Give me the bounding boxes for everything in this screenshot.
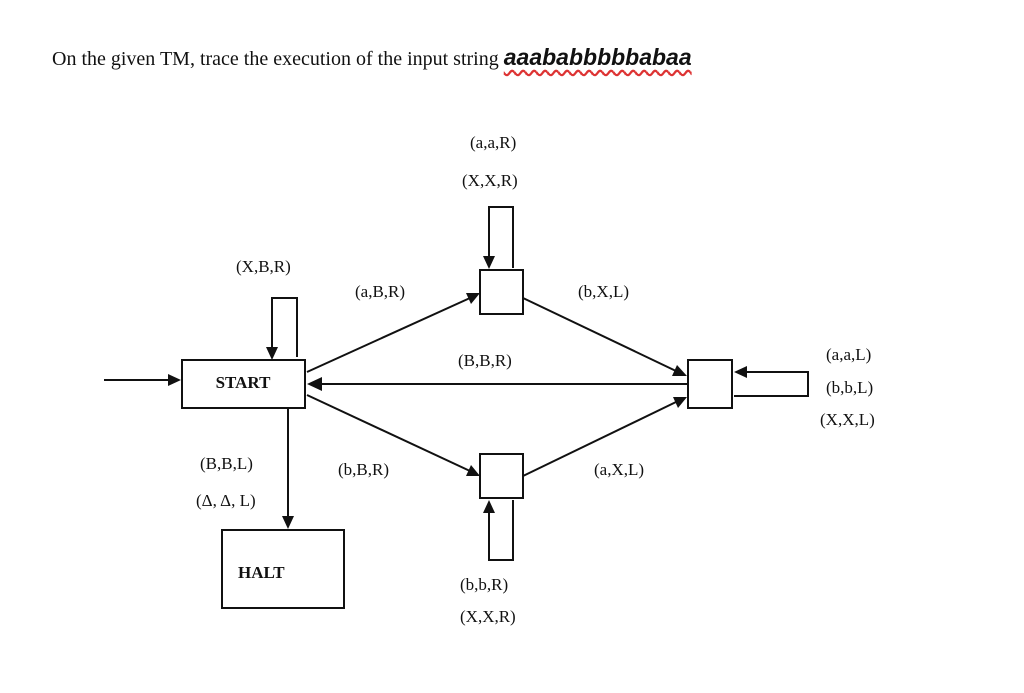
lower-state (479, 453, 524, 499)
start-state-label: START (216, 373, 271, 392)
start-to-lower-arrow (306, 394, 480, 476)
right-to-start-label: (B,B,R) (458, 351, 512, 370)
start-to-upper-arrow (306, 293, 480, 373)
right-to-start-arrow (307, 377, 688, 391)
right-state (687, 359, 733, 409)
start-state: START (181, 359, 306, 409)
halt-state: HALT (221, 529, 345, 609)
upper-state (479, 269, 524, 315)
initial-arrow (104, 374, 181, 386)
question-prompt: On the given TM, trace the execution of … (52, 48, 504, 70)
right-loop-label-3: (X,X,L) (820, 410, 875, 429)
upper-to-right-label: (b,X,L) (578, 282, 629, 301)
upper-loop-label-2: (X,X,R) (462, 171, 518, 190)
right-loop-label-1: (a,a,L) (826, 345, 871, 364)
lower-loop-label-1: (b,b,R) (460, 575, 508, 594)
start-to-upper-label: (a,B,R) (355, 282, 405, 301)
start-to-halt-label-1: (B,B,L) (200, 454, 253, 473)
start-to-halt-arrow (282, 408, 294, 529)
upper-loop-label-1: (a,a,R) (470, 133, 516, 152)
start-to-halt-label-2: (Δ, Δ, L) (196, 491, 256, 510)
loop-start-label: (X,B,R) (236, 257, 291, 276)
lower-to-right-label: (a,X,L) (594, 460, 644, 479)
halt-state-label: HALT (238, 563, 285, 582)
lower-loop-label-2: (X,X,R) (460, 607, 516, 626)
upper-self-loop (483, 206, 514, 269)
question-text: On the given TM, trace the execution of … (52, 44, 692, 71)
right-self-loop (734, 366, 809, 397)
lower-self-loop (483, 500, 514, 561)
input-string: aaababbbbbabaa (503, 44, 692, 70)
upper-to-right-arrow (522, 297, 687, 376)
right-loop-label-2: (b,b,L) (826, 378, 873, 397)
lower-to-right-arrow (522, 397, 687, 477)
start-to-lower-label: (b,B,R) (338, 460, 389, 479)
start-self-loop (266, 297, 298, 360)
